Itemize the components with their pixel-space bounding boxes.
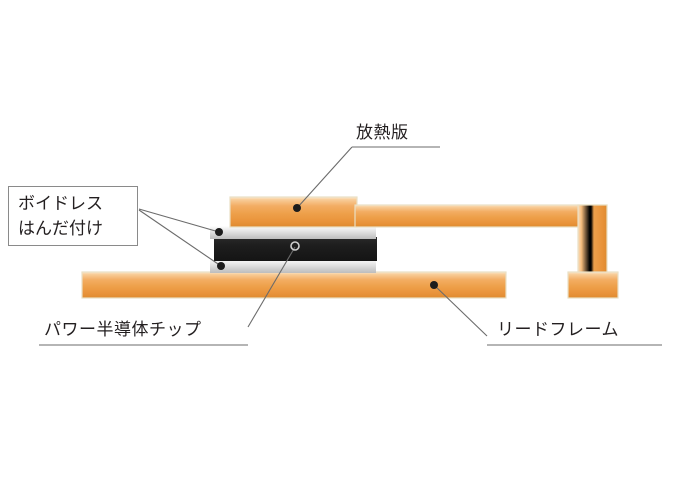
leader-chip-line xyxy=(247,246,296,328)
marker-heat-sink-dot xyxy=(293,204,301,212)
label-lead-frame: リードフレーム xyxy=(497,320,619,340)
lead-frame-bar xyxy=(81,271,507,299)
marker-solder-upper-dot xyxy=(215,228,223,236)
power-semiconductor-chip xyxy=(214,237,377,261)
leader-solder-upper-line xyxy=(138,208,220,233)
leader-markers-group xyxy=(215,204,438,289)
label-box-voidless-solder: ボイドレス はんだ付け xyxy=(8,186,138,246)
heat-sink-foot xyxy=(567,271,619,299)
heat-sink-block xyxy=(229,196,358,228)
heat-sink-plate xyxy=(229,196,619,299)
leader-heat-sink-line xyxy=(296,146,353,209)
leader-lines-group xyxy=(138,146,488,337)
heat-sink-column xyxy=(577,204,608,274)
solder-upper-band xyxy=(210,226,376,239)
marker-lead-frame-dot xyxy=(430,281,438,289)
marker-chip-ring xyxy=(290,241,300,251)
marker-solder-lower-dot xyxy=(217,262,225,270)
solder-lower-band xyxy=(210,259,376,273)
solder-layer-upper xyxy=(210,226,376,239)
label-heat-sink: 放熱版 xyxy=(356,123,409,143)
label-voidless-line2: はんだ付け xyxy=(18,219,103,239)
label-underlines-group xyxy=(39,146,662,346)
chip-die xyxy=(214,237,377,261)
lead-frame xyxy=(81,271,507,299)
heat-sink-arm xyxy=(354,204,608,228)
leader-lead-frame-line xyxy=(433,284,488,337)
solder-layer-lower xyxy=(210,259,376,273)
label-power-semiconductor-chip: パワー半導体チップ xyxy=(44,320,202,340)
leader-solder-lower-line xyxy=(138,209,222,267)
label-voidless-line1: ボイドレス xyxy=(18,194,103,214)
